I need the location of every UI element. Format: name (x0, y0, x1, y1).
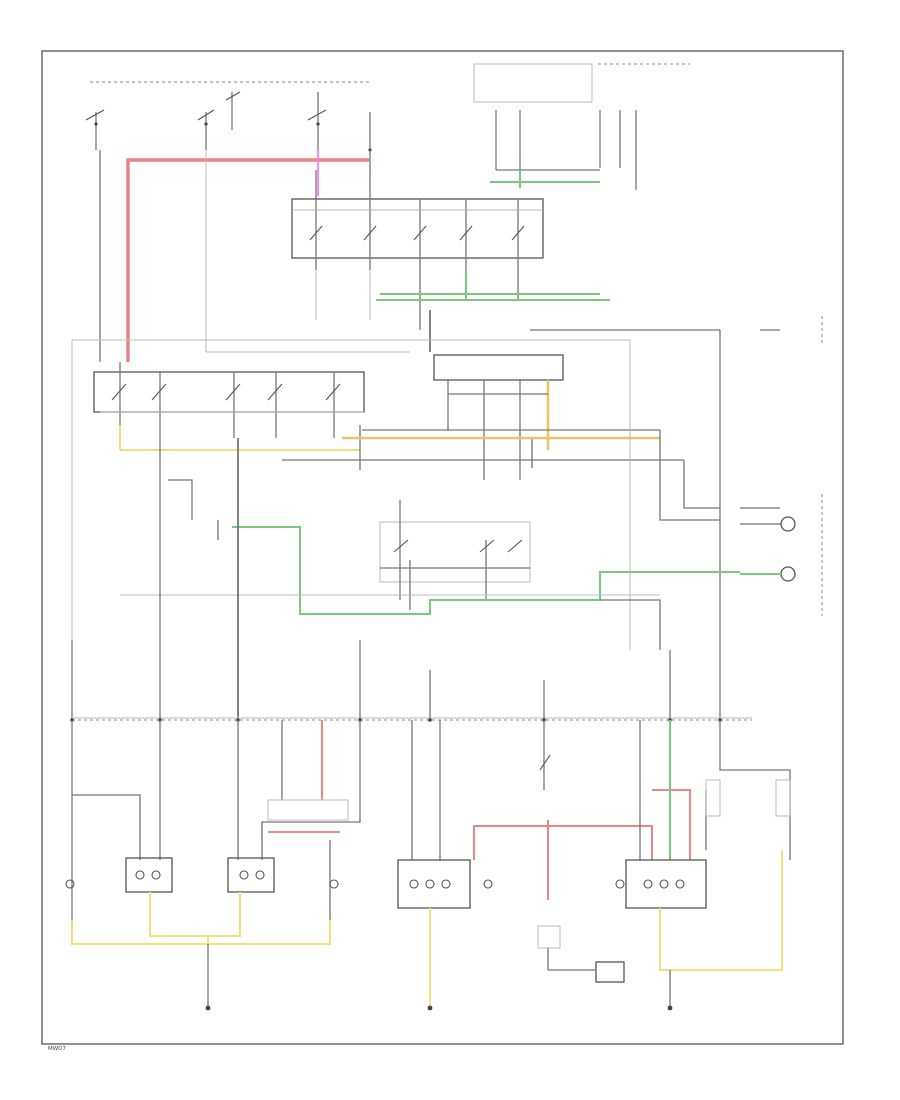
small-lamps (65, 879, 625, 983)
headlight-switch (72, 339, 630, 470)
turn-signal-switch (120, 500, 740, 650)
lamp-wiring (71, 720, 791, 920)
relay-module (282, 340, 720, 650)
fuse-bus (70, 640, 752, 722)
top-right-connectors (473, 63, 690, 190)
left-tail-lamp-assembly (397, 859, 471, 909)
ground-wiring (71, 850, 783, 1011)
right-headlamp (227, 857, 275, 893)
page-code: MWD7 (48, 1046, 66, 1052)
turn-lamps-right (719, 316, 823, 720)
right-tail-lamp-assembly (625, 859, 707, 909)
left-module (71, 438, 239, 720)
page-border (41, 50, 844, 1045)
left-headlamp (125, 857, 173, 893)
light-switch (291, 150, 720, 352)
battery-feed-wire (126, 158, 370, 362)
ignition-switch (85, 81, 372, 152)
